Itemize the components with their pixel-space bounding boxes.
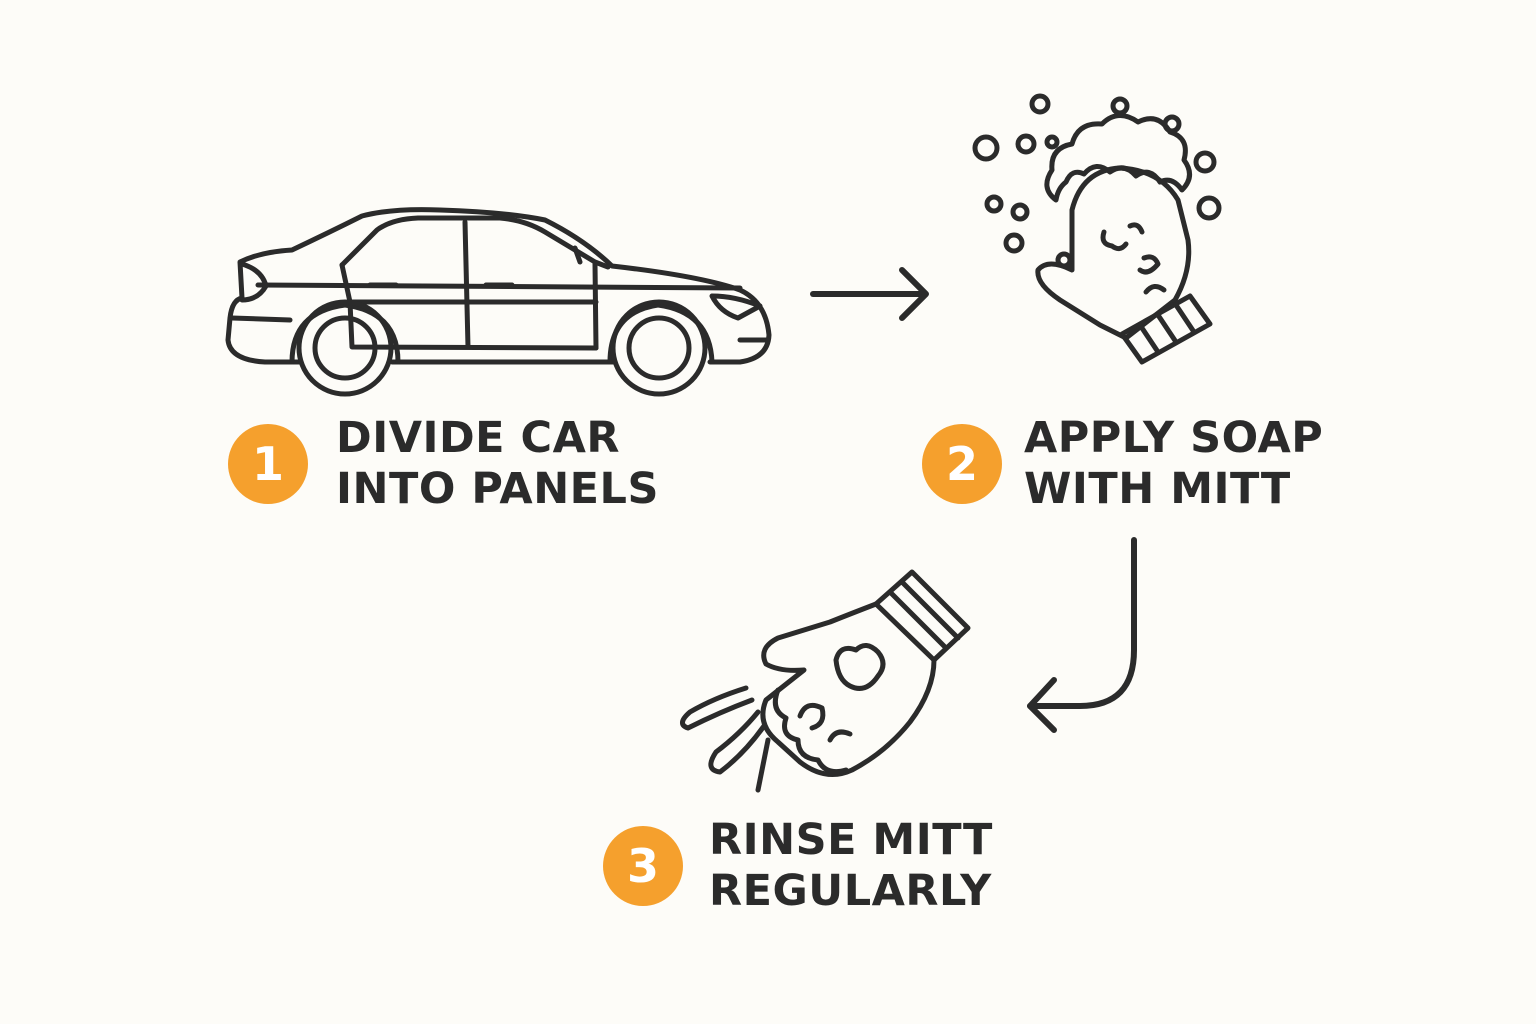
step-label: DIVIDE CAR INTO PANELS: [336, 413, 659, 515]
step-label-line: WITH MITT: [1024, 464, 1291, 514]
step-number-badge: 2: [922, 424, 1002, 504]
step-label: RINSE MITT REGULARLY: [709, 815, 993, 917]
step-number-badge: 1: [228, 424, 308, 504]
rinsing-mitt-icon: [680, 569, 971, 793]
step-3: 3 RINSE MITT REGULARLY: [603, 815, 993, 917]
step-label-line: DIVIDE CAR: [336, 413, 620, 463]
step-1: 1 DIVIDE CAR INTO PANELS: [228, 413, 659, 515]
arrow-right-icon: [810, 267, 929, 321]
car-icon: [225, 207, 772, 397]
step-number-badge: 3: [603, 826, 683, 906]
step-label: APPLY SOAP WITH MITT: [1024, 413, 1323, 515]
step-label-line: RINSE MITT: [709, 815, 993, 865]
step-label-line: INTO PANELS: [336, 464, 659, 514]
step-label-line: APPLY SOAP: [1024, 413, 1324, 463]
step-label-line: REGULARLY: [709, 866, 992, 916]
step-2: 2 APPLY SOAP WITH MITT: [922, 413, 1323, 515]
arrow-curve-down-left-icon: [1027, 537, 1137, 733]
soapy-mitt-icon: [972, 93, 1222, 365]
